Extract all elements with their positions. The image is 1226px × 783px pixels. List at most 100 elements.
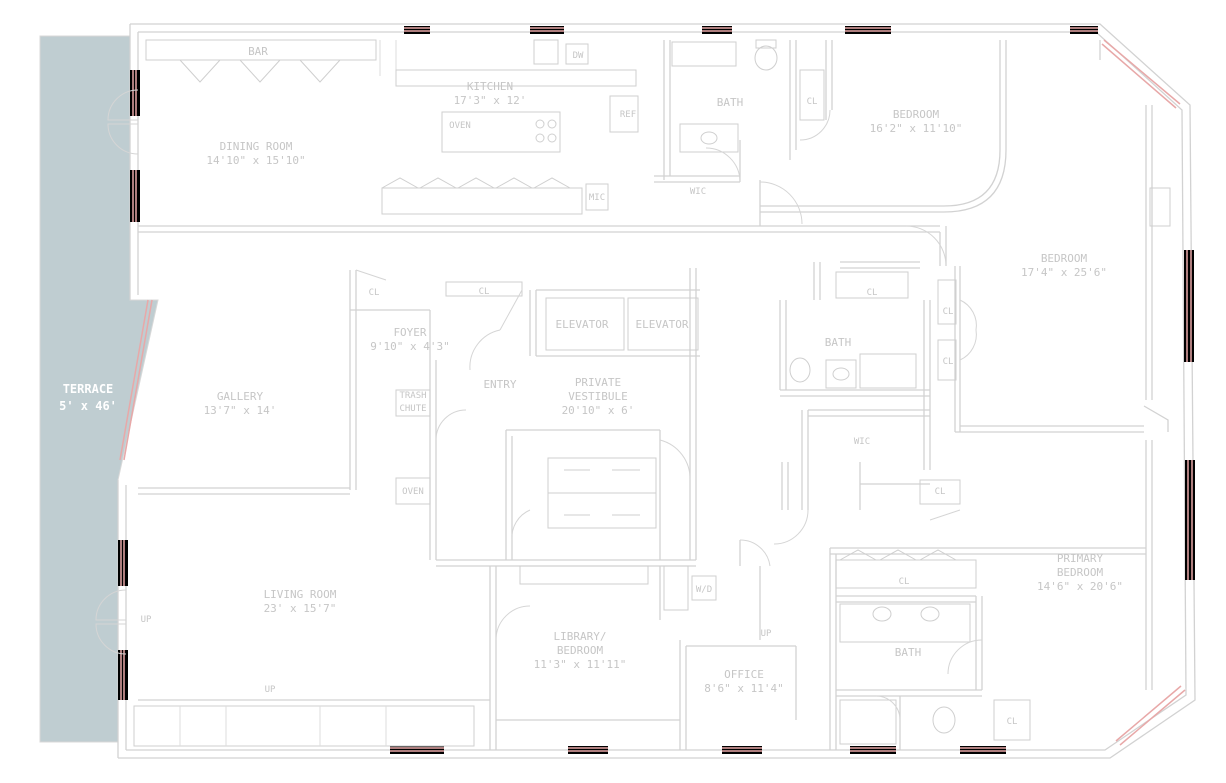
door-swing [469, 329, 501, 371]
window [568, 746, 608, 754]
library-shelving [519, 565, 649, 585]
window [850, 746, 896, 754]
dishwasher [565, 43, 589, 65]
room-label-living: LIVING ROOM [264, 588, 337, 601]
kitchen-counter [395, 69, 637, 87]
tag-up: UP [761, 629, 772, 639]
door-swing [95, 589, 127, 621]
tag-cl: CL [935, 487, 946, 497]
tag-ref: REF [620, 110, 636, 120]
door-swing [95, 623, 127, 655]
door-swing [959, 299, 977, 361]
room-dims-primary: 14'6" x 20'6" [1037, 580, 1123, 593]
tag-wd: W/D [696, 585, 712, 595]
sink [825, 359, 857, 389]
closet-doors [839, 549, 957, 561]
window [130, 170, 140, 222]
cooktop-burner [547, 119, 557, 129]
window [702, 26, 732, 34]
closet [937, 339, 957, 381]
double-vanity [839, 603, 971, 643]
bar-shelving [179, 59, 341, 83]
tag-wic: WIC [854, 437, 870, 447]
window [118, 650, 128, 700]
window [1101, 43, 1177, 109]
door-swing [739, 539, 771, 567]
room-dims-bedroom-top: 16'2" x 11'10" [870, 122, 963, 135]
windows [118, 26, 1195, 754]
kitchen-island [441, 111, 561, 153]
door-swing [659, 439, 691, 481]
tag-trash: TRASH [399, 391, 426, 401]
window [530, 26, 564, 34]
bathtub [671, 41, 737, 67]
room-label-gallery: GALLERY [217, 390, 264, 403]
cooktop-burner [535, 133, 545, 143]
washer-dryer [691, 575, 717, 601]
door-swing [947, 639, 983, 675]
room-dims-kitchen: 17'3" x 12' [454, 94, 527, 107]
door-swing [355, 269, 387, 281]
toilet-tank [755, 39, 777, 49]
window [960, 746, 1006, 754]
window [845, 26, 891, 34]
sink-basin [872, 606, 892, 622]
window [404, 26, 430, 34]
fixture-tags: REF DW OVEN MIC CL WIC CL CL CL CL CL WI… [141, 51, 1018, 727]
door-swing [799, 109, 831, 141]
tag-wic: WIC [690, 187, 706, 197]
terrace-name: TERRACE [63, 382, 114, 396]
room-label-bedroom-right: BEDROOM [1041, 252, 1088, 265]
interior-walls [133, 40, 1171, 750]
tag-oven: OVEN [449, 121, 471, 131]
tag-up: UP [265, 685, 276, 695]
room-dims-library: 11'3" x 11'11" [534, 658, 627, 671]
cabinet-doors [381, 177, 571, 189]
door-swing [495, 605, 531, 641]
door-swing [107, 89, 139, 121]
tag-cl: CL [943, 357, 954, 367]
window [1070, 26, 1098, 34]
window [119, 299, 149, 461]
tag-dw: DW [573, 51, 584, 61]
closet [835, 559, 977, 589]
closet [445, 281, 523, 297]
tag-cl: CL [479, 287, 490, 297]
door-swing [905, 225, 947, 267]
room-label-entry: ENTRY [483, 378, 516, 391]
kitchen-sink [533, 39, 559, 65]
window [1184, 250, 1194, 362]
tag-cl: CL [867, 288, 878, 298]
closet [937, 279, 957, 325]
window [118, 540, 128, 586]
stove-unit [395, 477, 431, 505]
room-label-dining: DINING ROOM [220, 140, 293, 153]
door-swing [773, 509, 809, 545]
bar-counter [145, 39, 377, 61]
vanity-sink [679, 123, 739, 153]
tag-cl: CL [943, 307, 954, 317]
cooktop-burner [547, 133, 557, 143]
room-dims-vestibule: 20'10" x 6' [562, 404, 635, 417]
room-label-elevator-2: ELEVATOR [636, 318, 689, 331]
closet [835, 271, 909, 299]
room-label-bar: BAR [248, 45, 268, 58]
terrace: TERRACE 5' x 46' [39, 35, 159, 743]
toilet [789, 357, 811, 383]
room-label-library: LIBRARY/ [554, 630, 607, 643]
window [1185, 460, 1195, 580]
tag-cl: CL [1007, 717, 1018, 727]
door-swing [107, 123, 139, 155]
tag-oven: OVEN [402, 487, 424, 497]
refrigerator [609, 95, 639, 133]
room-label-bath-bottom: BATH [895, 646, 922, 659]
room-dims-gallery: 13'7" x 14' [204, 404, 277, 417]
room-label-primary: PRIMARY [1057, 552, 1104, 565]
room-label-primary-2: BEDROOM [1057, 566, 1104, 579]
closet [993, 699, 1031, 741]
window [1119, 689, 1186, 746]
closet [799, 69, 825, 121]
window [722, 746, 762, 754]
window [123, 299, 153, 461]
